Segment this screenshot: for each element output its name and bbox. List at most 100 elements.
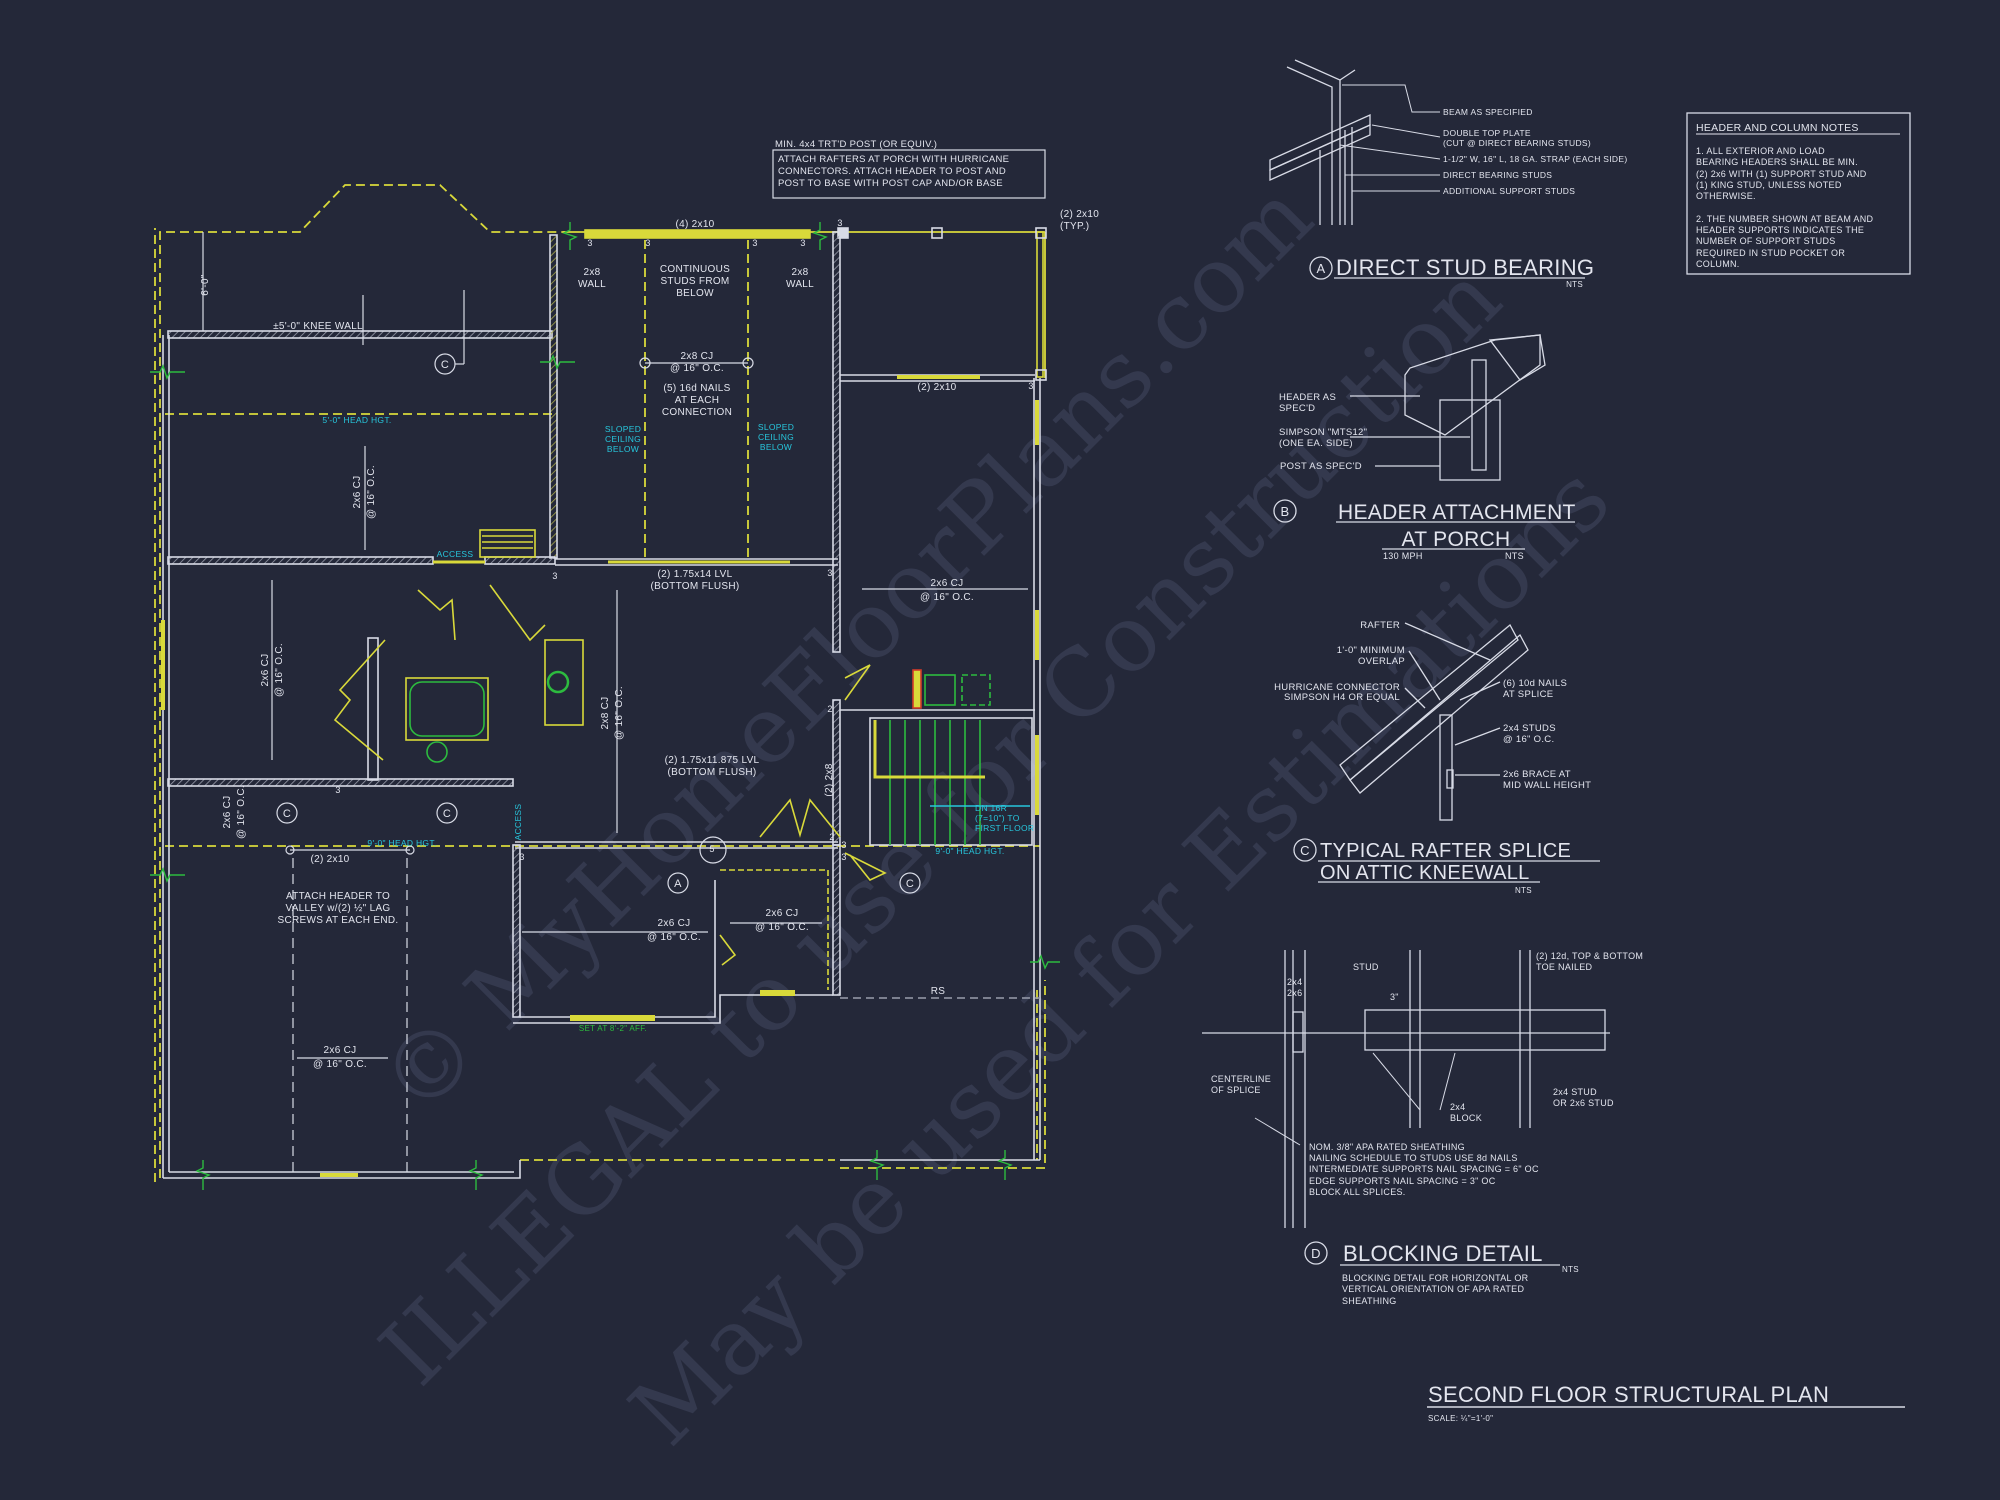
door-swing xyxy=(844,852,887,881)
post xyxy=(1035,369,1047,381)
access-label: ACCESS xyxy=(513,804,523,841)
porch-header-side xyxy=(1036,231,1044,378)
support-stud-count: 3 xyxy=(841,852,846,862)
notes-box xyxy=(1686,112,1911,275)
detail-d-label: BLOCK xyxy=(1450,1113,1482,1123)
annotation-text: MIN. 4x4 TRT'D POST (OR EQUIV.) ATTACH RA… xyxy=(200,107,1900,1423)
knee-wall-label: ±5'-0" KNEE WALL xyxy=(273,321,363,332)
detail-d-label: 3" xyxy=(1390,992,1399,1002)
joist-label: @ 16" O.C. xyxy=(670,363,724,374)
head-height-label: 9'-0" HEAD HGT. xyxy=(367,838,436,848)
detail-c-tag: C xyxy=(1300,843,1310,858)
detail-d-nts: NTS xyxy=(1562,1265,1579,1274)
exterior-wall-bottom-left xyxy=(163,1160,521,1179)
callout-c: C xyxy=(443,808,451,820)
note-line: REQUIRED IN STUD POCKET OR xyxy=(1696,248,1845,258)
joist-label: @ 16" O.C. xyxy=(647,932,701,943)
knee-wall xyxy=(167,330,553,339)
detail-a-label: (CUT @ DIRECT BEARING STUDS) xyxy=(1443,138,1591,148)
support-stud-count: 3 xyxy=(552,571,557,581)
interior-wall xyxy=(832,231,841,653)
sheathing-note: BLOCK ALL SPLICES. xyxy=(1309,1187,1406,1197)
porch-note-line: CONNECTORS. ATTACH HEADER TO POST AND xyxy=(778,166,1006,177)
porch-note-title: MIN. 4x4 TRT'D POST (OR EQUIV.) xyxy=(775,139,937,150)
detail-a-tag: A xyxy=(1317,261,1326,276)
detail-c-label: RAFTER xyxy=(1360,620,1400,631)
detail-d-label: 2x4 xyxy=(1450,1102,1465,1112)
joist-label: 2x6 CJ xyxy=(352,476,363,509)
sink xyxy=(546,670,570,694)
beam-label: (2) 1.75x14 LVL xyxy=(658,569,733,580)
detail-c-label: OVERLAP xyxy=(1358,656,1405,667)
break-marks xyxy=(150,222,1060,1190)
head-height-label: 5'-0" HEAD HGT. xyxy=(322,415,391,425)
callout-c: C xyxy=(906,878,914,890)
porch-note-line: ATTACH RAFTERS AT PORCH WITH HURRICANE xyxy=(778,154,1009,165)
interior-wall xyxy=(512,844,521,1018)
detail-c-label: SIMPSON H4 OR EQUAL xyxy=(1284,692,1400,703)
windows xyxy=(161,400,1039,1177)
detail-a-label: BEAM AS SPECIFIED xyxy=(1443,107,1533,117)
span-arrows xyxy=(202,232,1028,1172)
detail-b-title: AT PORCH xyxy=(1402,528,1511,551)
detail-a-label: ADDITIONAL SUPPORT STUDS xyxy=(1443,186,1575,196)
joist-label: 2x8 CJ xyxy=(681,351,714,362)
bifold-door xyxy=(759,798,841,838)
joist-label: @ 16" O.C. xyxy=(755,922,809,933)
studs-note: STUDS FROM xyxy=(660,276,729,287)
bifold-door xyxy=(333,639,386,761)
detail-d-label: (2) 12d, TOP & BOTTOM xyxy=(1536,951,1643,961)
porch-header-4-2x10 xyxy=(584,229,811,239)
detail-c-nts: NTS xyxy=(1515,886,1532,895)
stair xyxy=(869,717,1033,846)
support-stud-count: 3 xyxy=(800,238,805,248)
door-swing xyxy=(719,934,737,966)
detail-a-nts: NTS xyxy=(1566,280,1583,289)
detail-c-label: HURRICANE CONNECTOR xyxy=(1274,682,1400,693)
nails-note: CONNECTION xyxy=(662,407,732,418)
support-stud-count: 3 xyxy=(827,568,832,578)
detail-c-tag-circle xyxy=(1293,838,1317,862)
support-stud-count: 3 xyxy=(335,785,340,795)
detail-d-label: CENTERLINE xyxy=(1211,1074,1271,1084)
detail-b-wind: 130 MPH xyxy=(1383,551,1423,561)
detail-d-label: OR 2x6 STUD xyxy=(1553,1098,1614,1108)
joist-label: @ 16" O.C. xyxy=(920,592,974,603)
sheet-scale: SCALE: ¼"=1'-0" xyxy=(1428,1414,1493,1423)
note-line: HEADER SUPPORTS INDICATES THE xyxy=(1696,225,1864,235)
detail-b-drawing xyxy=(1273,334,1575,550)
note-line: 1. ALL EXTERIOR AND LOAD xyxy=(1696,146,1825,156)
sloped-ceiling-note: CEILING xyxy=(758,432,794,442)
detail-c-label: @ 16" O.C. xyxy=(1503,734,1554,745)
detail-b-label: (ONE EA. SIDE) xyxy=(1279,438,1353,449)
support-stud-count: 3 xyxy=(519,852,524,862)
wall-label: WALL xyxy=(786,279,814,290)
detail-b-title: HEADER ATTACHMENT xyxy=(1338,501,1576,524)
sloped-ceiling-note: CEILING xyxy=(605,434,641,444)
header-label: (2) 2x10 xyxy=(1060,209,1099,220)
interior-wall xyxy=(832,844,841,996)
detail-b-nts: NTS xyxy=(1505,551,1524,561)
sheet-title: SECOND FLOOR STRUCTURAL PLAN xyxy=(1428,1382,1829,1407)
closet-wall xyxy=(367,637,379,781)
detail-d-drawing xyxy=(1202,950,1610,1266)
window-note: SET AT 8'-2" AFF. xyxy=(579,1024,647,1033)
sheathing-note: INTERMEDIATE SUPPORTS NAIL SPACING = 6" … xyxy=(1309,1164,1539,1174)
wall-label: WALL xyxy=(578,279,606,290)
support-stud-count: 5 xyxy=(709,844,714,854)
callout-c: C xyxy=(283,808,291,820)
interior-wall xyxy=(167,778,514,787)
stair-note: (7=10") TO xyxy=(975,813,1020,823)
detail-a-label: 1-1/2" W, 16" L, 18 GA. STRAP (EACH SIDE… xyxy=(1443,154,1627,164)
nails-note: (5) 16d NAILS xyxy=(663,383,730,394)
support-stud-count: 3 xyxy=(837,218,842,228)
notes-title: HEADER AND COLUMN NOTES xyxy=(1696,122,1859,134)
bathtub xyxy=(405,677,489,741)
head-height-label: 9'-0" HEAD HGT. xyxy=(935,846,1004,856)
sloped-ceiling-note: SLOPED xyxy=(758,422,794,432)
toilet xyxy=(426,741,448,763)
detail-c-label: AT SPLICE xyxy=(1503,689,1553,700)
joist-label: @ 16" O.C. xyxy=(313,1059,367,1070)
sloped-ceiling-note: BELOW xyxy=(760,442,792,452)
water-heater xyxy=(912,669,922,709)
